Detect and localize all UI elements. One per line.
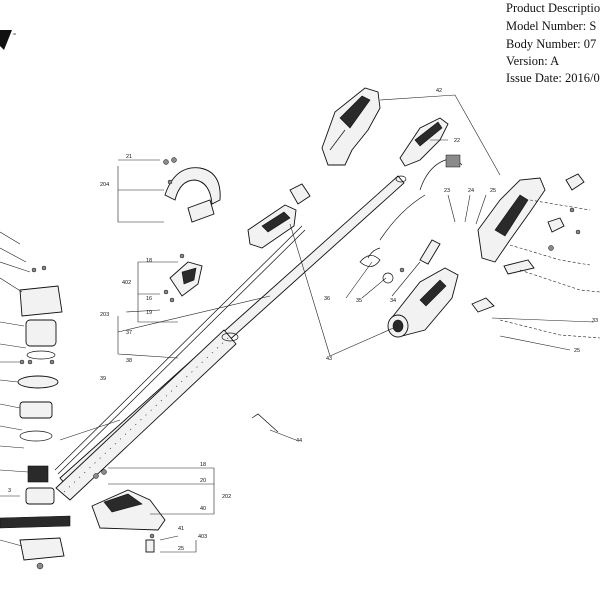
guard-part-204	[163, 157, 221, 223]
callout-3: 3	[8, 488, 11, 494]
battery-connector-part	[247, 183, 311, 249]
small-parts-41-403	[145, 533, 155, 553]
callout-202: 202	[222, 494, 231, 500]
body-number-text: Body Number: 07	[506, 37, 597, 51]
callout-22: 22	[454, 138, 460, 144]
lower-guard-part-40	[91, 469, 166, 531]
callout-402: 402	[122, 280, 131, 286]
trigger-housing-part-22	[399, 117, 449, 167]
motor-head-stack	[0, 265, 71, 570]
callout-44: 44	[296, 438, 302, 444]
handle-cover-part-42	[321, 87, 381, 166]
callout-23: 23	[444, 188, 450, 194]
assembly-dash-lines	[499, 199, 600, 339]
callout-25-right: 25	[574, 348, 580, 354]
callout-37: 37	[126, 330, 132, 336]
hex-key-part-44	[251, 413, 279, 433]
callout-35: 35	[356, 298, 362, 304]
small-clip-parts	[471, 173, 585, 313]
callout-19: 19	[146, 310, 152, 316]
left-edge-leaders	[0, 231, 31, 547]
callout-18-top: 18	[146, 258, 152, 264]
callout-203: 203	[100, 312, 109, 318]
callout-24: 24	[468, 188, 474, 194]
callout-43: 43	[326, 356, 332, 362]
trigger-parts-34-36	[359, 239, 441, 284]
assist-handle-part-402	[163, 253, 203, 303]
callout-18-bottom: 18	[200, 462, 206, 468]
callout-42: 42	[436, 88, 442, 94]
callout-204: 204	[100, 182, 109, 188]
right-handle-housing	[477, 177, 546, 263]
callout-25-top: 25	[490, 188, 496, 194]
callout-39: 39	[100, 376, 106, 382]
callout-38: 38	[126, 358, 132, 364]
callout-labels: 21 204 18 402 16 19 203 37 38 39 42 22 2…	[8, 88, 598, 552]
main-grip-part-43	[387, 267, 459, 338]
callout-36: 36	[324, 296, 330, 302]
issue-date-text: Issue Date: 2016/0	[506, 71, 600, 85]
callout-33: 33	[592, 318, 598, 324]
callout-403: 403	[198, 534, 207, 540]
trademark-symbol: ™	[12, 32, 16, 37]
model-number-text: Model Number: S	[506, 19, 597, 33]
callout-21: 21	[126, 154, 132, 160]
switch-wiring	[367, 154, 463, 259]
callout-20: 20	[200, 478, 206, 484]
version-text: Version: A	[506, 54, 560, 68]
callout-25-bottom: 25	[178, 546, 184, 552]
callout-16: 16	[146, 296, 152, 302]
brand-logo: ™	[0, 30, 16, 50]
inner-rod	[54, 225, 306, 475]
leader-lines	[0, 94, 595, 553]
lower-shaft-tube	[55, 329, 239, 501]
product-description-text: Product Descriptio	[506, 1, 600, 15]
callout-41: 41	[178, 526, 184, 532]
callout-40: 40	[200, 506, 206, 512]
callout-34: 34	[390, 298, 396, 304]
